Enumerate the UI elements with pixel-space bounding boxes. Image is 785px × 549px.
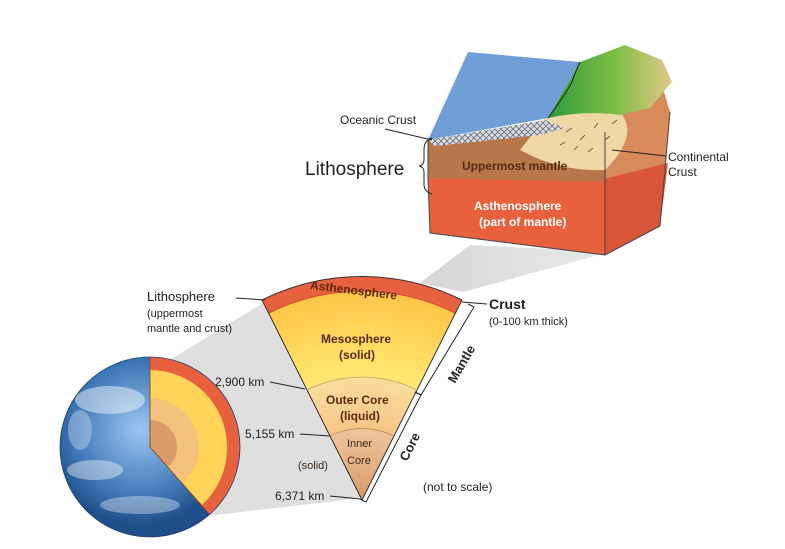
lithosphere-subtitle-line2: (uppermost — [147, 308, 203, 320]
lithosphere-subtitle-line3: mantle and crust) — [147, 323, 232, 335]
depth-5155-label: 5,155 km — [245, 427, 294, 441]
mantle-label: Mantle — [445, 342, 479, 385]
block-top-ocean — [428, 52, 580, 140]
inner-core-solid-label: (solid) — [298, 460, 328, 472]
uppermost-mantle-label: Uppermost mantle — [462, 159, 568, 173]
lithosphere-brace — [418, 137, 433, 195]
not-to-scale-label: (not to scale) — [423, 480, 492, 494]
crust-label: Crust — [489, 296, 526, 312]
inner-core-label-line2: Core — [347, 455, 371, 467]
block-asthenosphere-label-line2: (part of mantle) — [479, 215, 566, 229]
continental-crust-label-line2: Crust — [668, 165, 697, 179]
lithosphere-block — [427, 45, 672, 256]
mesosphere-label-line1: Mesosphere — [321, 332, 391, 346]
earth-globe — [59, 356, 241, 538]
oceanic-crust-label: Oceanic Crust — [340, 113, 417, 127]
continental-crust-label-line1: Continental — [668, 150, 729, 164]
lithosphere-title: Lithosphere — [147, 289, 215, 304]
wedge-inner-core — [330, 428, 394, 500]
block-top-land — [548, 45, 672, 118]
projection-band-upper — [420, 245, 610, 292]
block-lithosphere-label: Lithosphere — [305, 159, 404, 180]
crust-thickness-label: (0-100 km thick) — [489, 316, 568, 328]
block-oceanic-crust-layer — [428, 120, 565, 146]
block-asthenosphere-label-line1: Asthenosphere — [474, 199, 562, 213]
inner-core-label-line1: Inner — [347, 438, 372, 450]
block-asthenosphere-layer — [428, 178, 605, 255]
core-bracket — [359, 391, 422, 503]
block-side-asthenosphere — [600, 163, 668, 255]
earth-wedge — [261, 276, 463, 502]
outer-core-label-line1: Outer Core — [326, 393, 389, 407]
depth-2900-label: 2,900 km — [215, 375, 264, 389]
mesosphere-label-line2: (solid) — [339, 348, 375, 362]
depth-6371-label: 6,371 km — [275, 489, 324, 503]
outer-core-label-line2: (liquid) — [340, 409, 380, 423]
